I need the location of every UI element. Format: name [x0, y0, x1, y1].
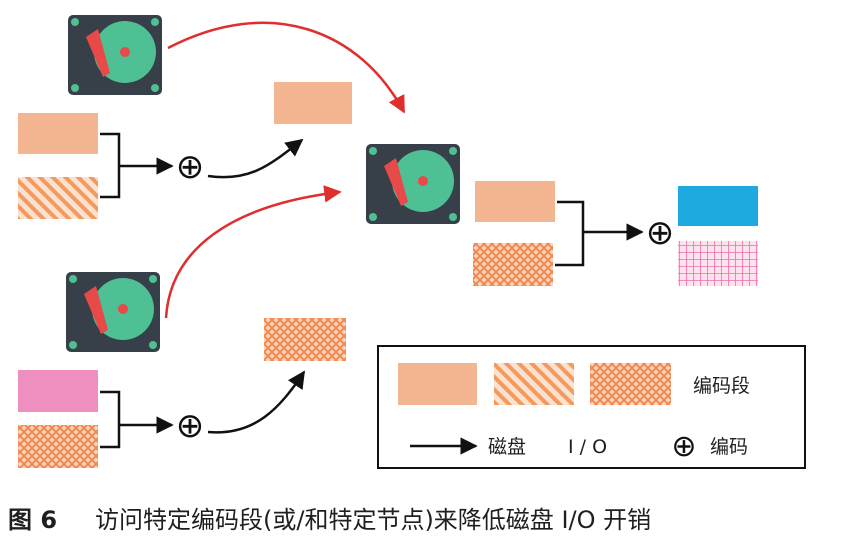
- segment-xhatch-encoded-bottom: [264, 318, 346, 361]
- legend-xor-symbol: ⊕: [671, 429, 696, 464]
- segment-plain-center: [475, 181, 555, 222]
- xor-symbol-bottom: ⊕: [176, 406, 205, 446]
- arrow-bottom-encode: [207, 370, 306, 434]
- disk-top-left-icon: [68, 15, 162, 95]
- figure-caption-text: 访问特定编码段(或/和特定节点)来降低磁盘 I/O 开销: [95, 506, 652, 534]
- legend-swatch-hatch: [494, 363, 574, 405]
- segment-xhatch-bottom: [18, 425, 98, 468]
- legend-io-label: 磁盘: [488, 436, 526, 458]
- figure-caption: 图 6 访问特定编码段(或/和特定节点)来降低磁盘 I/O 开销: [0, 500, 843, 540]
- legend-swatch-plain: [398, 363, 477, 405]
- bracket-top: [100, 132, 172, 199]
- xor-symbol-center: ⊕: [646, 213, 675, 253]
- io-arrow-top: [167, 21, 406, 114]
- segment-pink-bottom: [18, 370, 98, 412]
- legend-swatch-xhatch: [590, 363, 671, 405]
- disk-center-icon: [366, 144, 460, 224]
- xor-symbol-top: ⊕: [176, 147, 205, 187]
- arrow-top-encode: [207, 138, 304, 179]
- bracket-bottom: [100, 390, 172, 449]
- segment-pinkgrid-result: [678, 241, 758, 286]
- bracket-center: [555, 200, 642, 267]
- segment-hatch-top: [18, 177, 98, 219]
- segment-plain-top: [18, 113, 98, 154]
- legend-io-suffix: I / O: [568, 436, 607, 458]
- figure-number: 图 6: [8, 506, 58, 534]
- legend-encode-label: 编码: [710, 436, 748, 458]
- legend-segment-label: 编码段: [693, 375, 750, 397]
- segment-plain-encoded-top: [274, 82, 352, 124]
- io-arrow-bottom: [164, 185, 342, 319]
- segment-xhatch-center: [473, 243, 553, 286]
- disk-bottom-left-icon: [66, 272, 160, 352]
- segment-blue-result: [678, 186, 758, 226]
